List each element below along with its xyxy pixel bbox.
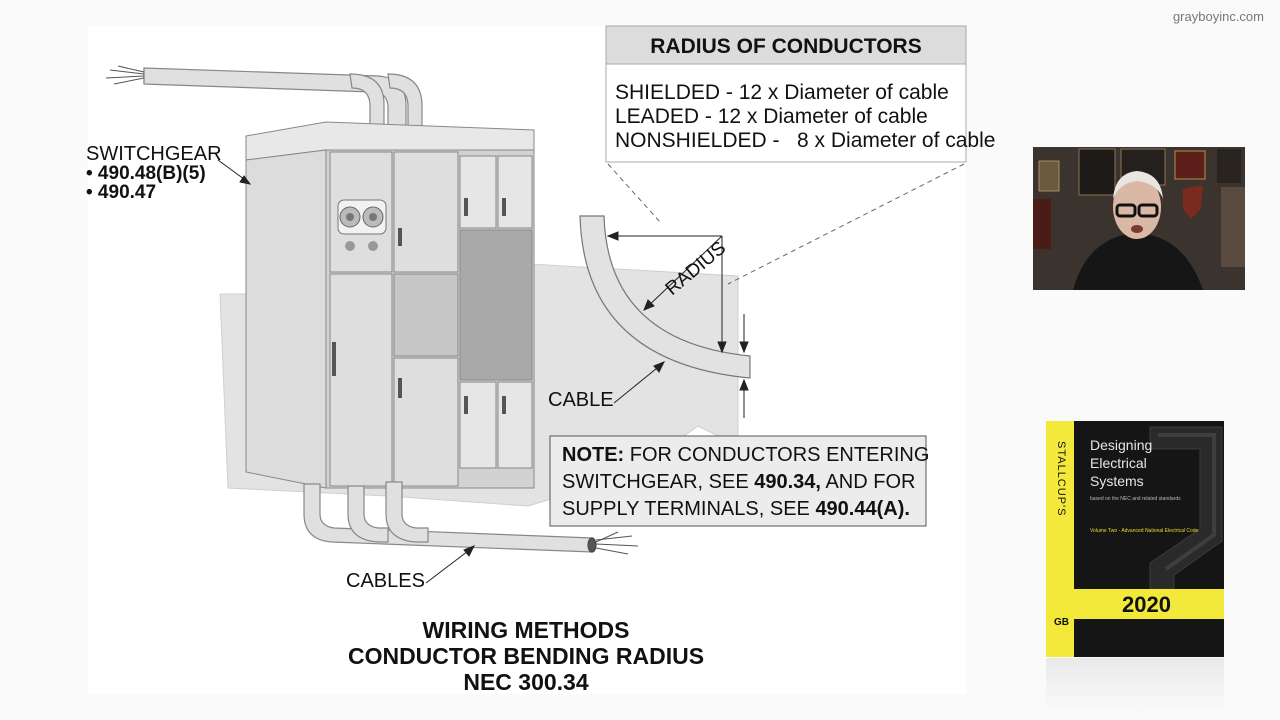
cable-label: CABLE (548, 389, 614, 411)
book-title-2: Electrical (1090, 455, 1147, 471)
note-ref-490-34: 490.34, (754, 471, 821, 493)
book-volume: Volume Two - Advanced National Electrica… (1090, 528, 1199, 534)
switchgear-label: SWITCHGEAR (86, 143, 222, 165)
cables-label: CABLES (346, 570, 425, 592)
caption-line-3: NEC 300.34 (463, 669, 589, 695)
top-cable-wires (105, 65, 145, 85)
note-text-3: AND FOR (821, 471, 915, 493)
caption-line-1: WIRING METHODS (423, 617, 630, 643)
book-reflection (1046, 658, 1224, 714)
note-line-3: SUPPLY TERMINALS, SEE 490.44(A). (562, 498, 910, 520)
bottom-cable-wires (595, 531, 639, 555)
radius-box-line-nonshielded: NONSHIELDED - 8 x Diameter of cable (615, 129, 995, 152)
book-title-3: Systems (1090, 473, 1144, 489)
book-series: STALLCUP'S (1055, 441, 1067, 517)
note-text-4: SUPPLY TERMINALS, SEE (562, 498, 815, 520)
note-line-1: NOTE: FOR CONDUCTORS ENTERING (562, 444, 929, 466)
callout-dashed-lines (607, 163, 965, 285)
note-line-2: SWITCHGEAR, SEE 490.34, AND FOR (562, 471, 915, 493)
switchgear-leader (217, 159, 252, 185)
switchgear-ref-1: • 490.48(B)(5) (86, 163, 206, 184)
radius-box-line-leaded: LEADED - 12 x Diameter of cable (615, 105, 928, 128)
note-box (549, 435, 927, 527)
note-ref-490-44: 490.44(A). (815, 498, 910, 520)
cable-leader (613, 361, 666, 404)
radius-box-title: RADIUS OF CONDUCTORS (650, 35, 921, 58)
book-cover: STALLCUP'S Designing Electrical Systems … (1046, 421, 1224, 657)
radius-box (605, 25, 967, 163)
presenter-webcam (1033, 147, 1245, 290)
site-label: grayboyinc.com (1172, 9, 1264, 24)
bending-radius-diagram: RADIUS OF CONDUCTORS SHIELDED - 12 x Dia… (86, 25, 995, 695)
radius-box-line-shielded: SHIELDED - 12 x Diameter of cable (615, 81, 949, 104)
caption-line-2: CONDUCTOR BENDING RADIUS (348, 643, 704, 669)
note-text-1: FOR CONDUCTORS ENTERING (624, 444, 929, 466)
cable-bend (579, 215, 751, 379)
note-text-2: SWITCHGEAR, SEE (562, 471, 754, 493)
book-subtitle: based on the NEC and related standards (1090, 496, 1181, 502)
switchgear-ref-2: • 490.47 (86, 182, 156, 203)
book-title-1: Designing (1090, 437, 1153, 453)
book-year: 2020 (1122, 592, 1171, 617)
bottom-cables (303, 481, 597, 553)
radius-dimension (606, 231, 749, 418)
cables-leader (425, 545, 476, 584)
book-year-band (1074, 589, 1224, 619)
book-publisher-logo: GB (1054, 617, 1069, 628)
switchgear-enclosure (245, 121, 535, 489)
book-spine (1046, 421, 1074, 657)
presenter-video-frame (1033, 147, 1245, 290)
slide: RADIUS OF CONDUCTORS SHIELDED - 12 x Dia… (86, 25, 995, 695)
note-lead: NOTE: (562, 444, 624, 466)
top-cables (143, 67, 423, 127)
